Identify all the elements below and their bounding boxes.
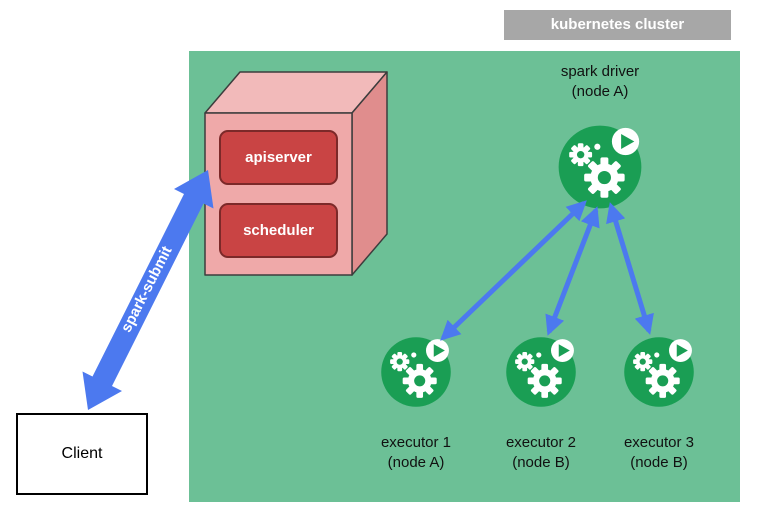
executor-2-node: (node B) <box>512 454 570 471</box>
spark-driver-label: spark driver (node A) <box>530 62 670 102</box>
executor-3-node: (node B) <box>630 454 688 471</box>
executor-3-name: executor 3 <box>623 434 695 451</box>
executor-1-label: executor 1 (node A) <box>356 433 476 473</box>
arrow-driver-executor-3 <box>606 202 654 335</box>
client-label: Client <box>61 445 103 462</box>
driver-executor-arrows <box>440 200 654 341</box>
client-box: Client <box>16 413 148 495</box>
executor-2-icon <box>506 337 576 407</box>
executor-2-name: executor 2 <box>505 434 577 451</box>
arrow-driver-executor-1 <box>440 200 587 341</box>
arrow-driver-executor-2 <box>545 206 600 336</box>
executor-3-label: executor 3 (node B) <box>599 433 719 473</box>
spark-driver-icon <box>558 125 642 209</box>
cluster-title: kubernetes cluster <box>504 10 731 40</box>
spark-driver-name: spark driver <box>560 63 640 80</box>
executor-1-icon <box>381 337 451 407</box>
executor-2-label: executor 2 (node B) <box>481 433 601 473</box>
spark-submit-arrow <box>82 170 214 410</box>
scheduler-box: scheduler <box>219 203 338 258</box>
spark-driver-node: (node A) <box>571 83 629 100</box>
executor-3-icon <box>624 337 694 407</box>
executor-1-node: (node A) <box>387 454 445 471</box>
executor-1-name: executor 1 <box>380 434 452 451</box>
apiserver-box: apiserver <box>219 130 338 185</box>
